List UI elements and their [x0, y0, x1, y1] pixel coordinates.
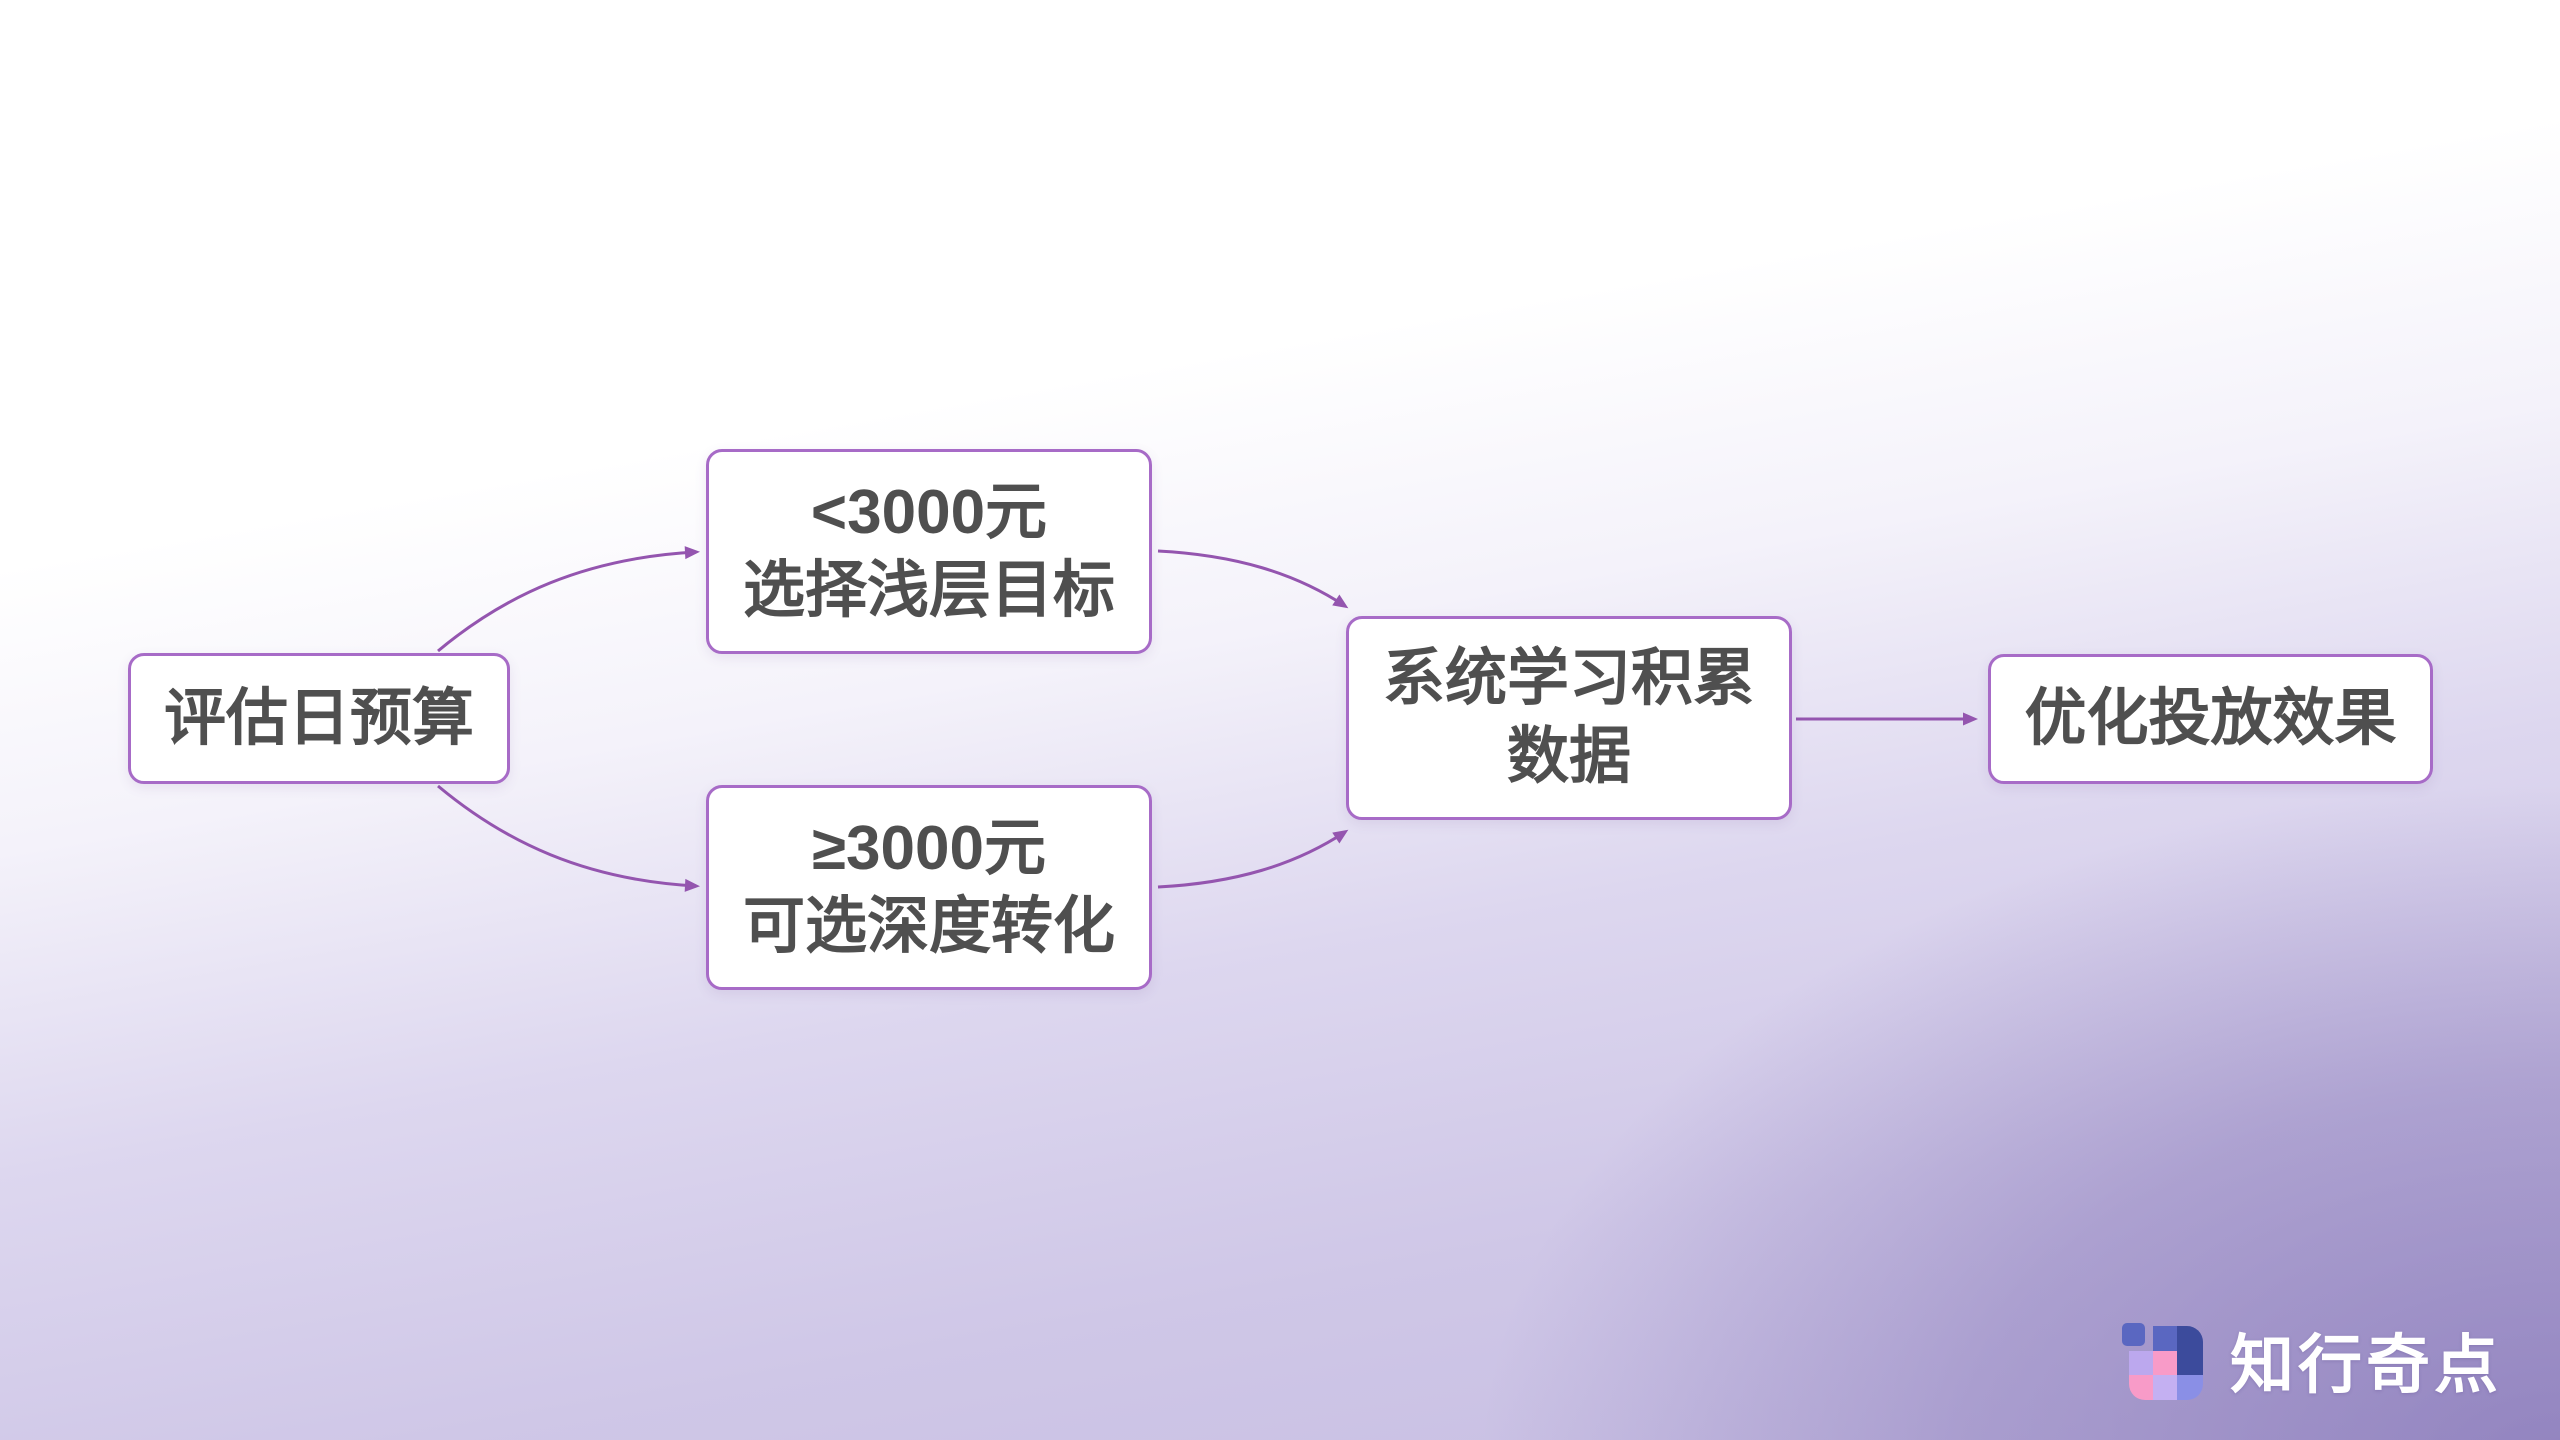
node-label: 优化投放效果 — [2024, 684, 2397, 753]
brand-logo-grid-icon — [2122, 1323, 2203, 1400]
node-label-line2: 数据 — [1506, 722, 1631, 791]
node-system-learning-data: 系统学习积累 数据 — [1346, 616, 1792, 820]
node-assess-daily-budget: 评估日预算 — [128, 653, 510, 784]
brand-logo: 知行奇点 — [2122, 1314, 2502, 1406]
node-label-line1: <3000元 — [810, 477, 1048, 547]
node-label-line2: 可选深度转化 — [742, 891, 1115, 961]
edge-assess-to-under3000 — [437, 546, 700, 653]
edge-over3000-to-learn — [1157, 829, 1349, 889]
brand-logo-text: 知行奇点 — [2230, 1329, 2502, 1401]
node-label: 评估日预算 — [163, 683, 474, 753]
node-optimize-delivery-results: 优化投放效果 — [1988, 654, 2433, 784]
node-label-line1: 系统学习积累 — [1382, 644, 1755, 713]
node-under-3000-shallow-goal: <3000元 选择浅层目标 — [706, 449, 1152, 654]
node-label-line1: ≥3000元 — [812, 813, 1046, 883]
edge-assess-to-over3000 — [437, 784, 700, 892]
edge-under3000-to-learn — [1157, 549, 1349, 609]
node-over-3000-deep-conversion: ≥3000元 可选深度转化 — [706, 785, 1152, 990]
node-label-line2: 选择浅层目标 — [742, 555, 1115, 625]
